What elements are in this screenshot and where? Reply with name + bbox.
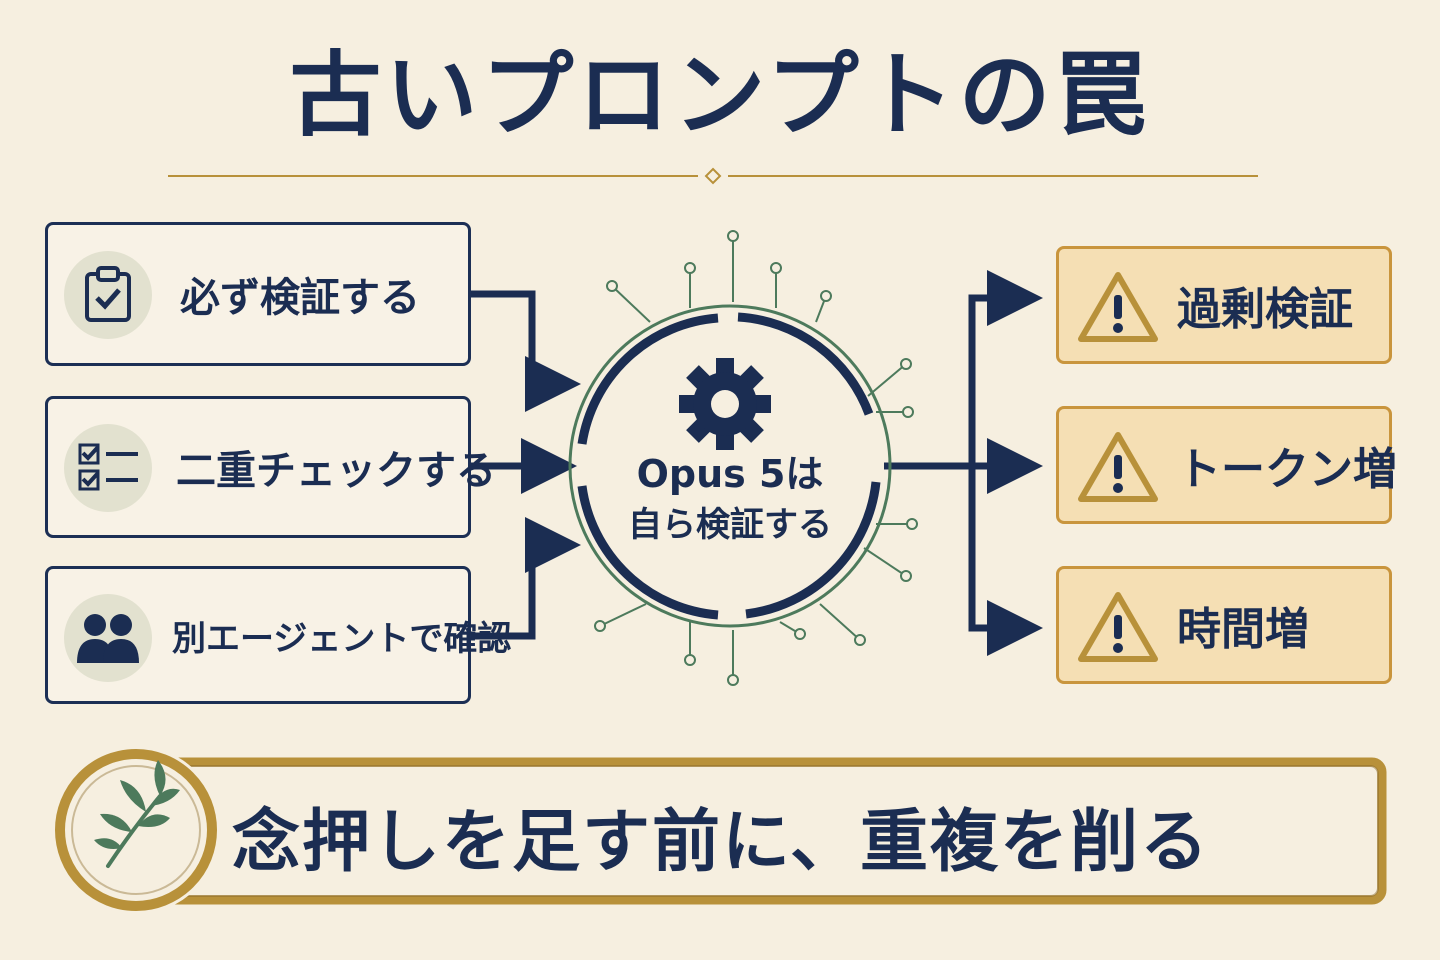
page-title: 古いプロンプトの罠	[289, 41, 1151, 149]
input-box-verify: 必ず検証する	[45, 222, 471, 366]
output-label: トークン増	[1177, 444, 1397, 495]
input-label: 別エージェントで確認	[172, 618, 512, 659]
output-label: 過剰検証	[1177, 284, 1353, 335]
connector-output-1	[968, 270, 1043, 466]
output-box-more-tokens: トークン増	[1056, 406, 1397, 524]
input-box-other-agent: 別エージェントで確認	[45, 566, 511, 704]
output-box-over-verification: 過剰検証	[1056, 246, 1392, 364]
connector-input-3	[470, 517, 581, 640]
banner-message: 念押しを足す前に、重複を削る	[232, 801, 1210, 882]
connector-output-3	[968, 466, 1043, 656]
clipboard-check-icon	[64, 251, 152, 339]
output-label: 時間増	[1177, 604, 1309, 655]
input-label: 必ず検証する	[180, 274, 420, 321]
hub-label-line2: 自ら検証する	[628, 505, 832, 545]
warning-icon	[1078, 592, 1158, 662]
input-label: 二重チェックする	[176, 447, 496, 494]
circuit-rays	[594, 230, 918, 686]
output-box-more-time: 時間増	[1056, 566, 1392, 684]
checklist-icon	[64, 424, 152, 512]
hub-outer-ring	[568, 304, 892, 628]
input-box-double-check: 二重チェックする	[45, 396, 496, 538]
warning-icon	[1078, 432, 1158, 502]
hub-label: Opus 5は 自ら検証する	[590, 448, 870, 550]
gear-icon	[679, 358, 771, 450]
people-icon	[64, 594, 152, 682]
warning-icon	[1078, 272, 1158, 342]
hub-inner-ring	[577, 312, 881, 620]
hub-label-line1: Opus 5は	[636, 452, 824, 496]
leaf-sprig-icon	[94, 760, 180, 868]
title-divider	[168, 167, 1258, 185]
connector-input-1	[470, 290, 581, 412]
